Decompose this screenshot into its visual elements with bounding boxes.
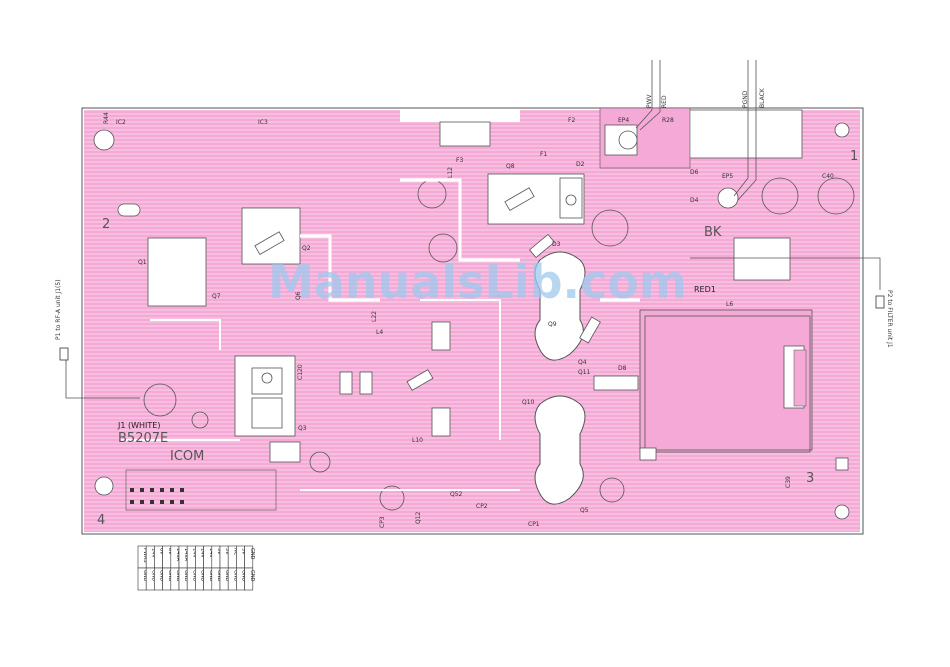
pin-table-text: 14VA [175,548,181,561]
label-q7: Q7 [212,293,221,300]
label-ic3: IC3 [258,119,268,126]
label-q1: Q1 [138,259,147,266]
connector-p2-label: P2 to FILTER unit J1 [886,290,893,348]
watermark-text: ManualsLib.com [268,255,687,309]
pin-table-text: GND [191,570,197,582]
pin-table-text: 5V [216,548,222,555]
component-labels: R44 IC2 IC3 F1 F2 F3 EP4 R28 EP5 Q8 D2 D… [103,112,834,528]
label-q12: Q12 [415,511,422,524]
label-q10: Q10 [522,399,535,406]
label-q11: Q11 [578,369,591,376]
label-c39: C39 [785,476,792,488]
label-f1: F1 [540,151,547,158]
pin-table-text: 14V [191,548,197,558]
label-ep5: EP5 [722,173,733,180]
board-id-text: B5207E [118,431,168,446]
label-f3: F3 [456,157,463,164]
corner-number-1: 1 [850,149,858,164]
label-c40: C40 [822,173,834,180]
label-q52: Q52 [450,491,463,498]
pin-table-text: GND [200,570,206,582]
pin-table-text: GND [232,570,238,582]
pin-table-cell [244,567,254,591]
label-q5: Q5 [580,507,589,514]
pin-table-text: GND [249,570,255,582]
label-q2: Q2 [302,245,311,252]
pin-table-text: 14V [208,548,214,558]
pin-table-text: GND [208,570,214,582]
label-f2: F2 [568,117,575,124]
pin-table-text: GND [241,570,247,582]
connector-p2-marker [875,295,885,309]
corner-number-2: 2 [102,217,110,232]
pin-table-text: 14V [150,548,156,558]
pin-table-text: 8V [159,548,165,555]
label-q9: Q9 [548,321,557,328]
label-cp1: CP1 [528,521,540,528]
label-l6: L6 [726,301,733,308]
copper-layer [84,107,860,532]
label-r44: R44 [103,112,110,124]
j1-label: J1 (WHITE) [117,421,160,430]
label-d6: D6 [690,169,699,176]
label-cp2: CP2 [476,503,488,510]
pin-table-text: 5V [241,548,247,555]
label-d2: D2 [576,161,585,168]
pin-table-text: PWRS [142,548,148,563]
label-l4: L4 [376,329,383,336]
wire-label-black: BLACK [759,87,766,108]
label-l22: L22 [371,311,378,322]
label-q4: Q4 [578,359,587,366]
label-d3: D3 [552,241,561,248]
label-q6: Q6 [295,291,302,300]
label-r28: R28 [662,117,674,124]
pin-table-text: 14V [200,548,206,558]
pin-table-text: GND [183,570,189,582]
label-cp3: CP3 [379,516,386,528]
corner-number-4: 4 [97,513,105,528]
pin-table-text: GND [224,570,230,582]
red1-label: RED1 [694,285,716,294]
pin-table-text: NC [232,548,238,556]
wire-label-red: RED [661,95,668,108]
connector-p1-marker [59,347,69,361]
wire-leads [65,60,881,399]
label-ic2: IC2 [116,119,126,126]
pin-table-text: GND [175,570,181,582]
wire-label-pwv: PWV [646,93,653,108]
pin-table-text: GND [249,548,255,560]
pin-table-text: GND [150,570,156,582]
pin-table-text: 14VA [183,548,189,561]
label-ep4: EP4 [618,117,629,124]
label-l12: L12 [447,167,454,178]
label-l10: L10 [412,437,423,444]
pin-table-text: GND [142,570,148,582]
pin-header [130,488,184,504]
label-c120: C120 [297,364,304,380]
label-d8: D8 [618,365,627,372]
pin-assignment-table: PWRS GND 14V GND 8V GND 8V GND 14VA GND 14VA GND 14V… [137,545,255,591]
pin-table-text: GND [159,570,165,582]
connector-p1-label: P1 to RF-A unit J1(5) [55,279,62,340]
wire-label-pgnd: PGND [742,90,749,108]
label-d4: D4 [690,197,699,204]
pin-table-text: 8V [167,548,173,555]
pin-table-text: 5V [224,548,230,555]
corner-number-3: 3 [806,471,814,486]
brand-text: ICOM [170,449,204,464]
label-q3: Q3 [298,425,307,432]
pin-table-text: GND [167,570,173,582]
label-q8: Q8 [506,163,515,170]
bk-label: BK [704,225,722,240]
pin-table-text: GND [216,570,222,582]
